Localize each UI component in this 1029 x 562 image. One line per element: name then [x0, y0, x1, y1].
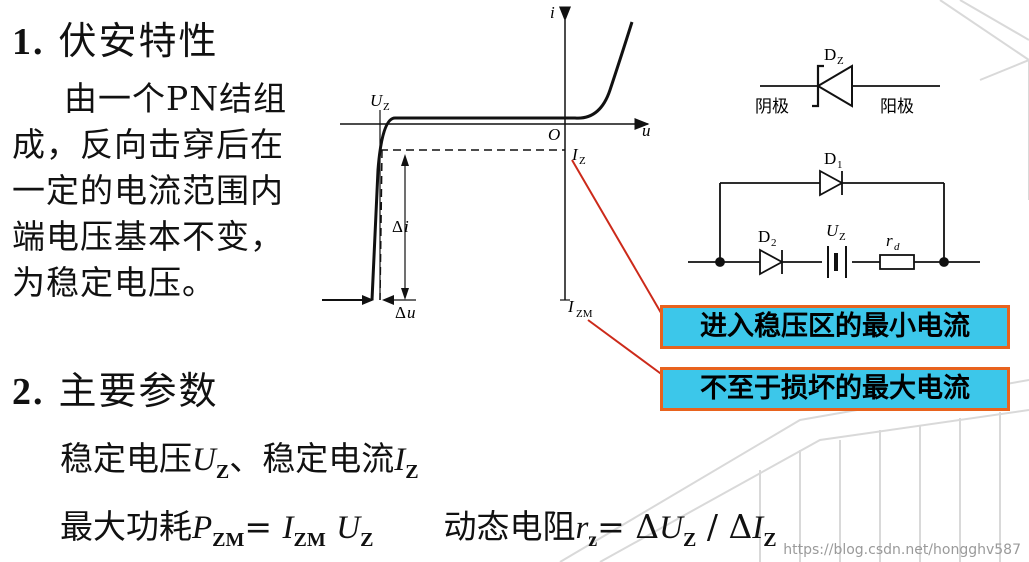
param-label-current: 、稳定电流 — [229, 439, 395, 478]
d1-diode-icon — [819, 169, 844, 197]
param-label-resistance: 动态电阻 — [443, 507, 576, 546]
section-title-2: 主要参数 — [58, 369, 219, 413]
callout-max-current: 不至于损坏的最大电流 — [660, 367, 1010, 411]
zener-triangle-icon — [816, 64, 853, 108]
section-number-1: 1. — [12, 21, 45, 63]
pointer-line-min — [571, 159, 665, 319]
rd-resistor-icon — [879, 254, 915, 270]
symbol-r: r — [575, 510, 589, 546]
symbol-uz-sub: Z — [215, 461, 230, 483]
circuit-uz-label-sub: Z — [839, 231, 846, 243]
callout-min-current: 进入稳压区的最小电流 — [660, 305, 1010, 349]
cathode-label: 阴极 — [755, 97, 789, 117]
origin-label: O — [548, 125, 560, 144]
section-title-1: 伏安特性 — [58, 19, 219, 63]
symbol-p: P — [192, 510, 213, 546]
izm-label-sub: ZM — [576, 308, 593, 320]
delta-i-symbol: Δ — [392, 217, 403, 236]
zener-symbol: D Z 阴极 阳极 — [755, 45, 940, 117]
rd-label: r — [886, 231, 893, 250]
param-label-voltage: 稳定电压 — [60, 439, 192, 478]
delta-u-symbol: Δ — [395, 303, 406, 322]
description-paragraph: 由一个PN结组成，反向击穿后在一定的电流范围内端电压基本不变，为稳定电压。 — [12, 76, 312, 306]
symbol-uz: U — [192, 442, 216, 478]
symbol-u: U — [336, 510, 361, 546]
divide-delta: / Δ — [696, 507, 753, 546]
symbol-izm: I — [282, 510, 294, 546]
axis-label-i: i — [550, 3, 555, 22]
symbol-p-sub: ZM — [212, 529, 245, 551]
section-heading-2: 2. 主要参数 — [12, 360, 219, 415]
izm-label: I — [567, 297, 575, 316]
equals-delta: = Δ — [597, 507, 660, 546]
description-text: 由一个PN结组成，反向击穿后在一定的电流范围内端电压基本不变，为稳定电压。 — [12, 79, 288, 302]
vi-characteristic-graph: i u O U Z I Z I ZM Δ i Δ u — [322, 3, 651, 322]
symbol-r-sub: z — [588, 529, 598, 551]
delta-i-var: i — [404, 217, 409, 236]
delta-u-var: u — [407, 303, 416, 322]
anode-label: 阳极 — [880, 97, 914, 117]
symbol-i2-sub: Z — [763, 529, 777, 551]
uz-label: U — [370, 91, 384, 110]
uz-label-sub: Z — [383, 101, 390, 113]
d2-diode-icon — [759, 248, 784, 276]
symbol-i2: I — [752, 510, 764, 546]
symbol-iz: I — [394, 442, 406, 478]
section-number-2: 2. — [12, 371, 45, 413]
rd-label-sub: d — [894, 241, 900, 253]
circuit-uz-label: U — [826, 221, 840, 240]
zener-bar-icon — [812, 64, 824, 108]
characteristic-curve — [370, 21, 634, 301]
watermark: https://blog.csdn.net/hongghv587 — [783, 542, 1021, 558]
symbol-iz-sub: Z — [405, 461, 419, 483]
d2-label-sub: 2 — [771, 237, 777, 249]
symbol-u-sub: Z — [360, 529, 374, 551]
symbol-u2-sub: Z — [683, 529, 697, 551]
param-line-1: 稳定电压UZ、稳定电流IZ — [60, 432, 419, 484]
iz-label: I — [571, 145, 579, 164]
dz-label: D — [824, 45, 836, 64]
equals-1: = — [244, 507, 283, 546]
param-label-power: 最大功耗 — [60, 507, 192, 546]
equivalent-circuit — [688, 169, 980, 280]
symbol-izm-sub: ZM — [293, 529, 326, 551]
section-heading-1: 1. 伏安特性 — [12, 10, 219, 65]
symbol-u2: U — [659, 510, 683, 546]
d1-label: D — [824, 149, 836, 168]
dz-label-sub: Z — [837, 55, 844, 67]
axis-label-u: u — [642, 121, 651, 140]
d2-label: D — [758, 227, 770, 246]
iz-label-sub: Z — [579, 155, 586, 167]
d1-label-sub: 1 — [837, 159, 843, 171]
pointer-line-max — [587, 319, 665, 377]
